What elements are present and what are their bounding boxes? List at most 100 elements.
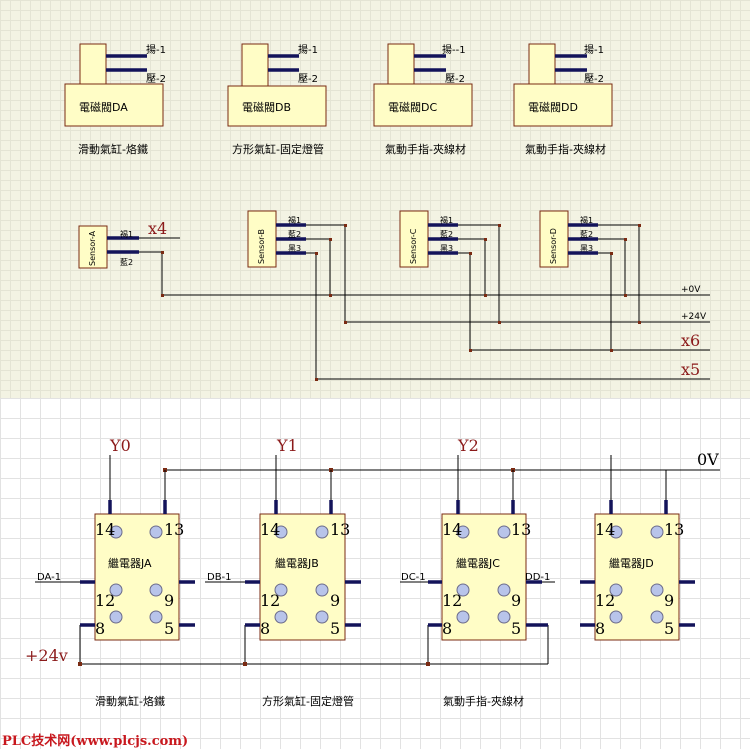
sensor-pin-label: 黑3 bbox=[288, 244, 301, 253]
relay-name: 繼電器JD bbox=[609, 556, 654, 570]
pin-14-label: 14 bbox=[95, 520, 115, 539]
relay-input-label: DB-1 bbox=[207, 572, 232, 583]
valve-body bbox=[227, 85, 327, 127]
relay-signal-label: Y2 bbox=[457, 436, 479, 455]
sensor-label: Sensor-D bbox=[549, 228, 558, 264]
relay-signal-label: Y0 bbox=[109, 436, 131, 455]
pin-8-label: 8 bbox=[95, 619, 105, 638]
input-x4-label: x4 bbox=[148, 219, 167, 238]
valve-caption: 氣動手指-夾線材 bbox=[525, 142, 606, 156]
sensor-pin-label: 褐1 bbox=[580, 215, 593, 225]
sensor-body bbox=[399, 210, 429, 268]
sensor-pin-label: 藍2 bbox=[580, 229, 593, 239]
valve-pin2-label: 壓-2 bbox=[298, 73, 318, 85]
valve-body bbox=[64, 83, 164, 127]
valve-pin1-label: 揚-1 bbox=[298, 43, 318, 56]
valve-body bbox=[513, 83, 613, 127]
pin-12-label: 12 bbox=[595, 591, 615, 610]
valve-pin1-label: 揚-1 bbox=[146, 43, 166, 56]
valve-dd: 揚-1 壓-2 電磁閥DD 氣動手指-夾線材 bbox=[513, 43, 613, 156]
pin-12-label: 12 bbox=[442, 591, 462, 610]
relay-bus-0v-label: 0V bbox=[697, 450, 719, 469]
input-x6-label: x6 bbox=[681, 331, 700, 350]
relay-bus-lines: 0V +24v bbox=[25, 450, 720, 666]
valve-caption: 氣動手指-夾線材 bbox=[385, 142, 466, 156]
pin-9-label: 9 bbox=[664, 591, 674, 610]
sensor-pin-label: 褐1 bbox=[440, 215, 453, 225]
pin-5-label: 5 bbox=[664, 619, 674, 638]
relay-jd: 14 13 12 9 8 5 繼電器JD bbox=[580, 455, 695, 641]
pin-13-label: 13 bbox=[511, 520, 531, 539]
relay-ja: Y0 DA-1 14 13 12 9 8 5 繼電器JA bbox=[35, 436, 195, 641]
relay-caption: 氣動手指-夾線材 bbox=[443, 694, 524, 708]
valve-name: 電磁閥DC bbox=[388, 101, 437, 114]
sensor-body bbox=[539, 210, 569, 268]
valve-name: 電磁閥DD bbox=[528, 101, 578, 114]
pin-13-label: 13 bbox=[164, 520, 184, 539]
sensor-b: Sensor-B 褐1 藍2 黑3 bbox=[247, 210, 346, 379]
input-x5-label: x5 bbox=[681, 360, 700, 379]
sensor-d: Sensor-D 褐1 藍2 黑3 bbox=[539, 210, 640, 350]
relay-jc: Y2 DC-1 DD-1 14 13 12 9 8 5 繼電器JC bbox=[400, 436, 555, 641]
relay-body bbox=[94, 513, 180, 641]
relay-jb: Y1 DB-1 14 13 12 9 8 5 繼電器JB bbox=[205, 436, 361, 641]
valve-caption: 方形氣缸-固定燈管 bbox=[232, 142, 324, 156]
valve-name: 電磁閥DB bbox=[242, 101, 291, 114]
sensor-body bbox=[247, 210, 277, 268]
bus-0v-label: +0V bbox=[681, 285, 701, 295]
sensor-a: Sensor-A 褐1 藍2 x4 bbox=[78, 219, 180, 295]
relay-body bbox=[594, 513, 680, 641]
sensor-schematic-panel bbox=[0, 0, 750, 398]
valve-pin1-label: 揚--1 bbox=[442, 43, 466, 56]
pin-12-label: 12 bbox=[260, 591, 280, 610]
pin-8-label: 8 bbox=[260, 619, 270, 638]
relay-input-label: DA-1 bbox=[37, 572, 61, 583]
relay-name: 繼電器JB bbox=[275, 556, 319, 570]
pin-8-label: 8 bbox=[442, 619, 452, 638]
relay-caption: 方形氣缸-固定燈管 bbox=[262, 694, 354, 708]
relay-caption: 滑動氣缸-烙鐵 bbox=[95, 694, 165, 708]
pin-14-label: 14 bbox=[442, 520, 462, 539]
relay-body bbox=[259, 513, 346, 641]
sensor-pin-label: 藍2 bbox=[288, 229, 301, 239]
watermark: PLC技术网(www.plcjs.com) bbox=[2, 733, 188, 749]
valve-actuator bbox=[387, 43, 415, 85]
valve-caption: 滑動氣缸-烙鐵 bbox=[78, 142, 148, 156]
valve-body bbox=[373, 83, 473, 127]
pin-5-label: 5 bbox=[164, 619, 174, 638]
relay-name: 繼電器JA bbox=[108, 556, 152, 570]
valve-db: 揚-1 壓-2 電磁閥DB 方形氣缸-固定燈管 bbox=[227, 43, 327, 156]
valve-actuator bbox=[241, 43, 269, 87]
valve-pin2-label: 壓-2 bbox=[584, 73, 604, 85]
pin-12-label: 12 bbox=[95, 591, 115, 610]
pin-9-label: 9 bbox=[330, 591, 340, 610]
relay-input-label: DC-1 bbox=[401, 572, 426, 583]
sensor-label: Sensor-B bbox=[257, 229, 266, 264]
pin-5-label: 5 bbox=[330, 619, 340, 638]
sensor-pin-label: 黑3 bbox=[440, 244, 453, 253]
relay-name: 繼電器JC bbox=[456, 556, 500, 570]
sensor-pin-label: 藍2 bbox=[120, 257, 133, 267]
sensor-pin-label: 黑3 bbox=[580, 244, 593, 253]
sensor-bus-lines: +0V +24V x6 x5 bbox=[161, 224, 710, 381]
sensor-c: Sensor-C 褐1 藍2 黑3 bbox=[399, 210, 500, 350]
valve-pin2-label: 壓-2 bbox=[445, 73, 465, 85]
bus-24v-label: +24V bbox=[681, 312, 707, 322]
pin-9-label: 9 bbox=[164, 591, 174, 610]
valve-name: 電磁閥DA bbox=[79, 101, 128, 114]
pin-8-label: 8 bbox=[595, 619, 605, 638]
valve-da: 揚-1 壓-2 電磁閥DA 滑動氣缸-烙鐵 bbox=[64, 43, 166, 156]
pin-14-label: 14 bbox=[595, 520, 615, 539]
pin-13-label: 13 bbox=[664, 520, 684, 539]
sensor-pin-label: 褐1 bbox=[120, 229, 133, 239]
valve-pin2-label: 壓-2 bbox=[146, 73, 166, 85]
relay-body bbox=[441, 513, 527, 641]
sensor-label: Sensor-C bbox=[409, 228, 418, 264]
pin-14-label: 14 bbox=[260, 520, 280, 539]
sensor-body bbox=[78, 225, 108, 269]
relay-signal-label: Y1 bbox=[276, 436, 298, 455]
valve-actuator bbox=[79, 43, 107, 85]
relay-output-label: DD-1 bbox=[525, 572, 550, 583]
valve-dc: 揚--1 壓-2 電磁閥DC 氣動手指-夾線材 bbox=[373, 43, 473, 156]
